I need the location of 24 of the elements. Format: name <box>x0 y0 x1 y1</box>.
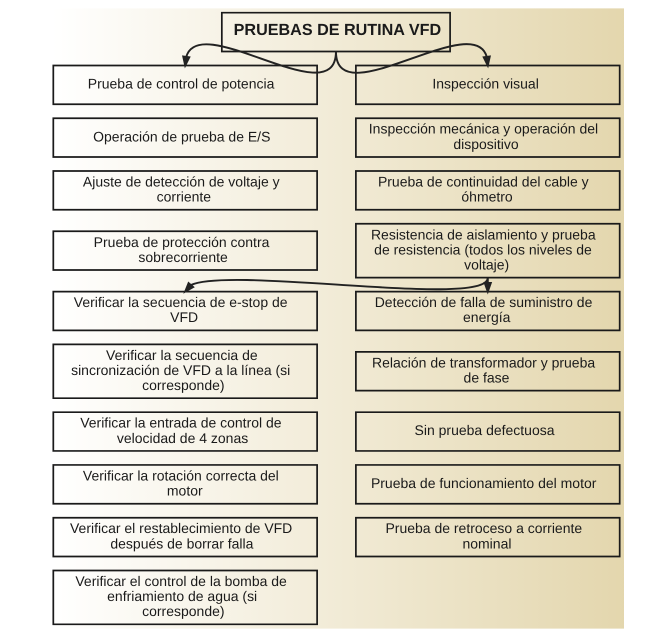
arrow <box>334 43 490 74</box>
node-box: Prueba de retroceso a corriente nominal <box>354 516 620 558</box>
node-box: Resistencia de aislamiento y prueba de resistencia (todos los niveles de voltaje) <box>354 222 620 278</box>
node-box: Verificar la entrada de control de velocidad de 4 zonas <box>52 411 318 452</box>
arrow <box>182 44 336 74</box>
node-box: Ajuste de detección de voltaje y corriente <box>52 170 318 211</box>
node-box: Prueba de control de potencia <box>52 64 318 106</box>
node-box: Prueba de funcionamiento del motor <box>354 464 620 505</box>
node-box: Operación de prueba de E/S <box>52 117 318 158</box>
node-box: Verificar la secuencia de sincronización de VFD a la línea (si corresponde) <box>52 343 318 400</box>
node-box: Relación de transformador y prueba de fase <box>354 351 620 392</box>
arrow <box>182 276 488 294</box>
node-box: Prueba de protección contra sobrecorriente <box>52 230 318 271</box>
arrow <box>482 278 492 295</box>
node-box: Verificar la secuencia de e-stop de VFD <box>52 290 318 332</box>
node-box: Detección de falla de suministro de energía <box>354 290 620 332</box>
node-box: Inspección mecánica y operación del dispositivo <box>354 117 620 158</box>
node-box: Prueba de continuidad del cable y óhmetro <box>354 170 620 211</box>
node-box: Verificar el control de la bomba de enfriamiento de agua (si corresponde) <box>52 570 318 626</box>
node-box: Inspección visual <box>354 64 620 106</box>
node-box: Verificar el restablecimiento de VFD después de borrar falla <box>52 516 318 558</box>
node-box: Sin prueba defectuosa <box>354 411 620 452</box>
node-box: Verificar la rotación correcta del motor <box>52 464 318 505</box>
node-box: PRUEBAS DE RUTINA VFD <box>220 12 450 52</box>
